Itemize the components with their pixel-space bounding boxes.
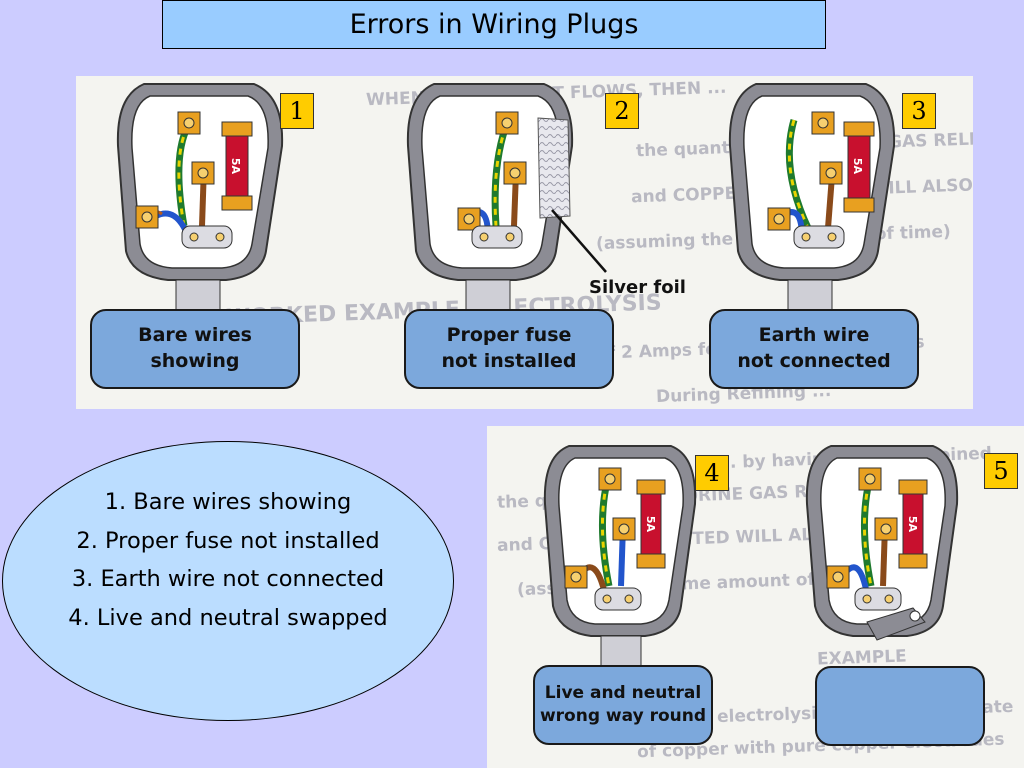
summary-ellipse (2, 441, 454, 721)
page-title: Errors in Wiring Plugs (162, 0, 826, 49)
plug-5-diagram: 5A (805, 445, 959, 641)
summary-item: 2. Proper fuse not installed (76, 527, 380, 554)
badge-5: 5 (984, 453, 1018, 489)
plug-diagrams-svg: 5A (116, 83, 896, 311)
caption-plug-4: Live and neutral wrong way round (533, 665, 713, 745)
summary-list: 1. Bare wires showing 2. Proper fuse not… (2, 483, 454, 637)
caption-plug-2: Proper fuse not installed (404, 309, 614, 389)
svg-text:5A: 5A (851, 158, 864, 175)
plug-3-diagram: 5A (728, 83, 896, 311)
plug-1-diagram: 5A (116, 83, 284, 311)
fuse-label: 5A (229, 158, 242, 175)
caption-plug-5 (815, 666, 985, 746)
badge-4: 4 (695, 455, 729, 491)
silver-foil-icon (537, 117, 571, 219)
badge-2: 2 (605, 93, 639, 129)
silver-foil-label: Silver foil (589, 277, 686, 298)
summary-item: 1. Bare wires showing (104, 489, 352, 515)
plug-2-diagram (406, 83, 607, 311)
plug-diagrams-svg-bottom: 5A 5A (543, 445, 959, 671)
svg-text:5A: 5A (906, 516, 919, 533)
badge-3: 3 (902, 93, 936, 129)
summary-item: 4. Live and neutral swapped (68, 604, 388, 631)
caption-plug-3: Earth wire not connected (709, 309, 919, 389)
plug-4-diagram: 5A (543, 445, 697, 671)
svg-text:5A: 5A (644, 516, 657, 533)
badge-1: 1 (280, 93, 314, 129)
caption-plug-1: Bare wires showing (90, 309, 300, 389)
plugs-image-top: WHEN THE CURRENT FLOWS, THEN ... the qua… (76, 76, 973, 409)
summary-item: 3. Earth wire not connected (71, 566, 385, 592)
plugs-image-bottom: ... by having two cells joined ... the q… (487, 426, 1024, 768)
